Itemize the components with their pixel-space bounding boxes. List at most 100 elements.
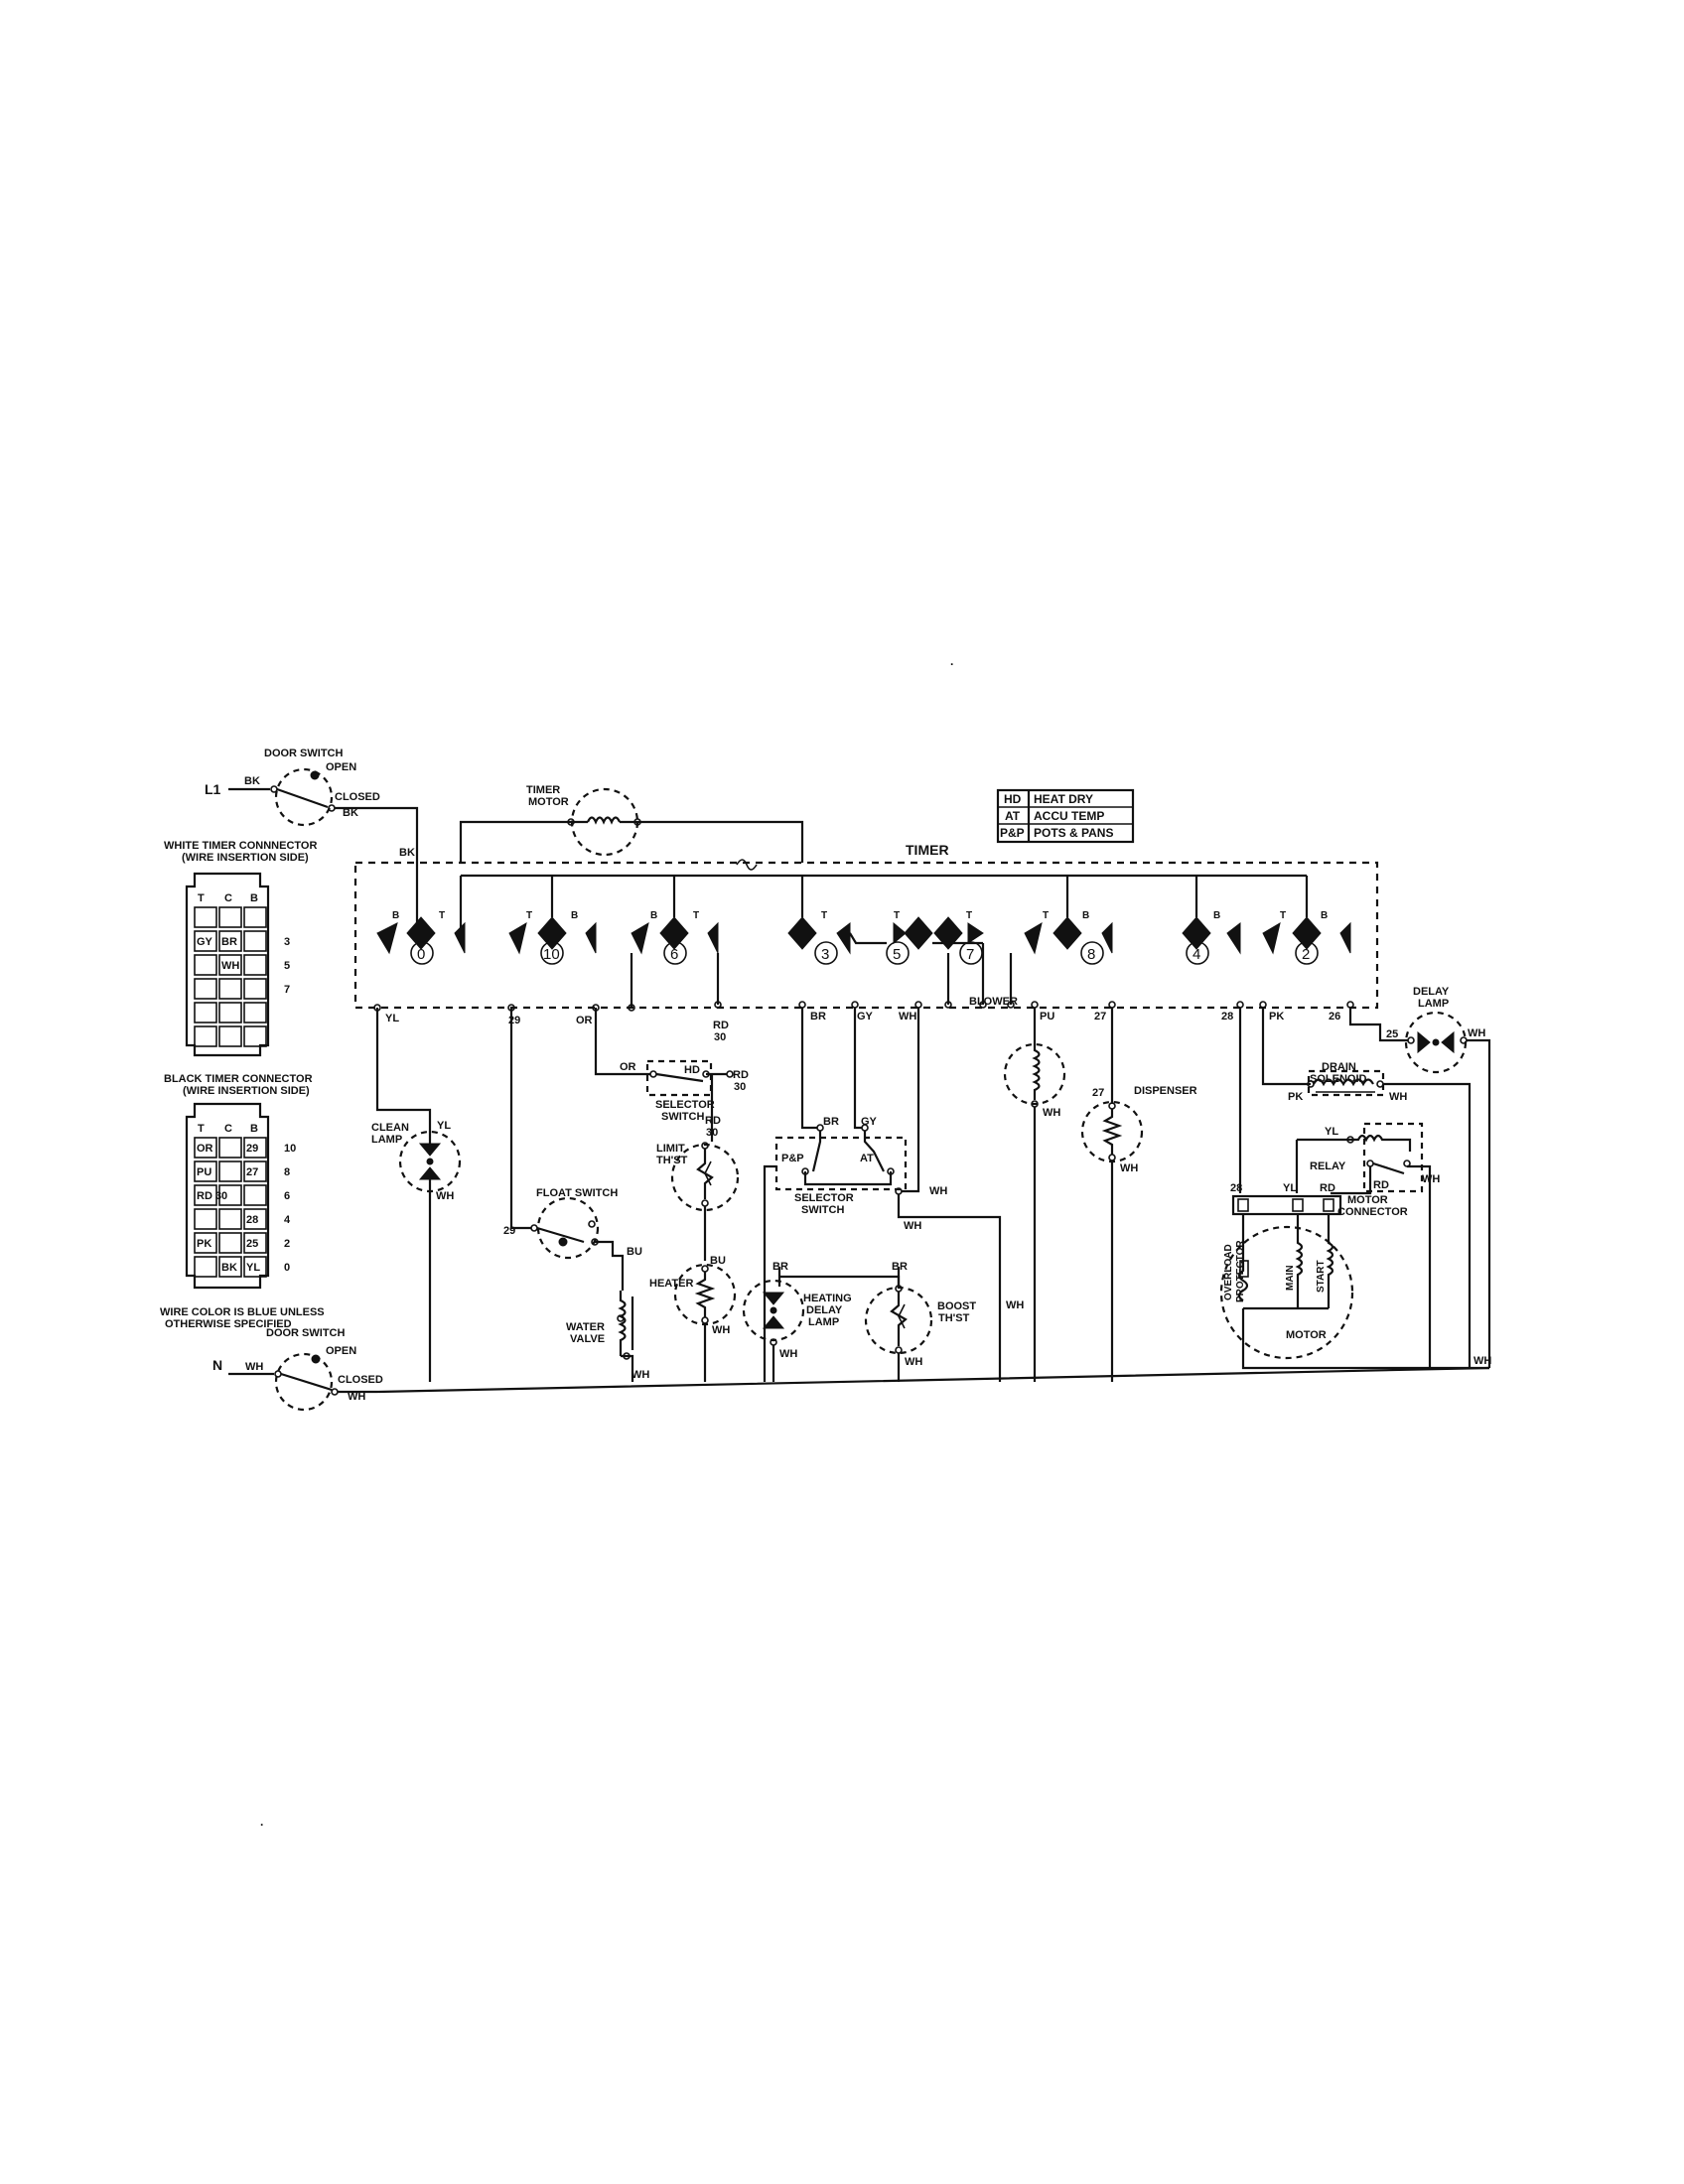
black-connector-cell-label: YL	[246, 1262, 260, 1274]
white-connector-cell	[243, 1025, 267, 1047]
black-connector-row-number: 0	[284, 1262, 290, 1274]
white-connector-cell-label: GY	[197, 936, 213, 948]
wire-pk-timer: PK	[1269, 1011, 1284, 1023]
black-connector-cell-label: 25	[246, 1238, 258, 1250]
white-connector-h1: C	[224, 892, 232, 904]
heating-delay-lamp: BR WH HEATING DELAY LAMP	[742, 1261, 901, 1382]
timer-contact-3: 3 T	[787, 910, 851, 965]
motor-branch: 28 28 PK PK DRAIN SOLENOID WH YL RELAY R…	[1219, 1001, 1472, 1368]
page-speck-top: ·	[950, 657, 954, 671]
overload-label-2: PROTECTOR	[1235, 1240, 1246, 1302]
motor-connector-label-2: CONNECTOR	[1337, 1206, 1408, 1218]
black-connector-row-number: 8	[284, 1166, 290, 1178]
contact-5-wh: WH WH WH WH	[895, 1001, 1024, 1382]
wire-pu-timer: PU	[1040, 1011, 1054, 1023]
white-connector-cell	[218, 954, 242, 976]
black-connector-cell	[243, 1232, 267, 1254]
n-label: N	[212, 1357, 222, 1373]
black-connector-cell-label: BK	[221, 1262, 237, 1274]
wire-bu-heater: BU	[710, 1255, 726, 1267]
blower-branch: PU BLOWER WH	[969, 996, 1066, 1382]
overload-label-1: OVERLOAD	[1223, 1244, 1234, 1300]
timer-contact-2-t: T	[1280, 910, 1286, 921]
wire-yl-motor: YL	[1283, 1182, 1297, 1194]
timer-contact-8: 8 T B	[1024, 910, 1113, 965]
wire-pk-drain: PK	[1288, 1091, 1303, 1103]
wire-wh-delay: WH	[1468, 1027, 1485, 1039]
white-connector-cell	[194, 1002, 217, 1024]
wire-yl-relay: YL	[1325, 1126, 1338, 1138]
wire-wh-vertical: WH	[1006, 1299, 1024, 1311]
white-connector-cell	[194, 1025, 217, 1047]
door-switch-bottom-open: OPEN	[326, 1345, 356, 1357]
timer-contact-4-id: 4	[1193, 946, 1200, 963]
heating-delay-label-1: HEATING	[803, 1293, 852, 1304]
wire-wh-lower: WH	[904, 1220, 921, 1232]
black-connector-cell	[194, 1137, 217, 1159]
white-connector-cell	[218, 930, 242, 952]
white-connector-cell	[218, 1025, 242, 1047]
door-switch-top-closed: CLOSED	[335, 791, 380, 803]
wire-bk-l1: BK	[244, 775, 260, 787]
wire-25-lamp: 25	[1386, 1028, 1398, 1040]
timer-contact-2: 2 T B	[1262, 910, 1351, 965]
wire-wh-right: WH	[1474, 1355, 1491, 1367]
black-connector-cell	[243, 1137, 267, 1159]
wire-gy-selector: GY	[861, 1116, 878, 1128]
drain-solenoid-label-1: DRAIN	[1322, 1061, 1356, 1073]
black-connector-cell	[194, 1208, 217, 1230]
black-connector-row-number: 6	[284, 1190, 290, 1202]
black-connector-cell-label: 29	[246, 1143, 258, 1155]
wire-wh-drain: WH	[1389, 1091, 1407, 1103]
timer-contact-0-b: B	[392, 910, 399, 921]
wire-wh-selector: WH	[929, 1185, 947, 1197]
white-connector-row-number: 3	[284, 936, 290, 948]
wire-rd-motor: RD	[1320, 1182, 1335, 1194]
white-timer-connector: WHITE TIMER CONNNECTOR (WIRE INSERTION S…	[164, 840, 317, 1057]
wire-27-timer: 27	[1094, 1011, 1106, 1023]
float-switch-branch: 29 29 FLOAT SWITCH BU WATER VALVE WH	[503, 1004, 649, 1382]
wire-wh-blower: WH	[1043, 1107, 1060, 1119]
timer-contact-3-id: 3	[821, 946, 829, 963]
white-connector-row-number: 5	[284, 960, 290, 972]
wire-27-dispenser: 27	[1092, 1087, 1104, 1099]
timer-tilde-mark	[736, 859, 758, 871]
black-connector-title-1: BLACK TIMER CONNECTOR	[164, 1073, 313, 1085]
door-switch-bottom-label: DOOR SWITCH	[266, 1327, 345, 1339]
black-connector-cell	[218, 1184, 242, 1206]
black-connector-h0: T	[198, 1123, 205, 1135]
wire-wh-timer-5: WH	[899, 1011, 916, 1023]
wire-yl-lamp: YL	[437, 1120, 451, 1132]
boost-thermostat: BR WH BOOST TH'ST	[864, 1261, 976, 1382]
wire-26-timer: 26	[1329, 1011, 1340, 1023]
wire-yl-clean: YL	[385, 1013, 399, 1024]
black-connector-cell	[243, 1208, 267, 1230]
black-connector-cell-label: RD 30	[197, 1190, 227, 1202]
legend-code-at: AT	[1005, 809, 1021, 823]
page-speck-bottom: ·	[260, 1818, 264, 1832]
timer-label: TIMER	[906, 842, 949, 858]
wire-wh-relay: WH	[1422, 1173, 1440, 1185]
black-connector-cell-label: 28	[246, 1214, 258, 1226]
selector-switch-2-label-2: SWITCH	[801, 1204, 844, 1216]
legend-meaning-hd: HEAT DRY	[1034, 792, 1093, 806]
timer-contact-0-t: T	[439, 910, 445, 921]
timer-contact-2-b: B	[1321, 910, 1328, 921]
wire-wh-boost: WH	[905, 1356, 922, 1368]
timer-contact-3-t: T	[821, 910, 827, 921]
blower-label: BLOWER	[969, 996, 1018, 1008]
dispenser-branch: 27 27 DISPENSER WH	[1080, 1001, 1197, 1382]
wire-rd-limit: RD	[705, 1115, 721, 1127]
timer-contact-7: 7 T	[932, 910, 984, 965]
legend-code-hd: HD	[1004, 792, 1022, 806]
delay-lamp-label-1: DELAY	[1413, 986, 1450, 998]
white-connector-row-number: 7	[284, 984, 290, 996]
black-connector-cell	[218, 1256, 242, 1278]
white-connector-cell	[243, 954, 267, 976]
timer-motor-label-2: MOTOR	[528, 796, 569, 808]
white-connector-cell	[243, 1002, 267, 1024]
start-winding-label: START	[1316, 1260, 1327, 1293]
timer-contact-2-id: 2	[1302, 946, 1310, 963]
motor-label: MOTOR	[1286, 1329, 1327, 1341]
